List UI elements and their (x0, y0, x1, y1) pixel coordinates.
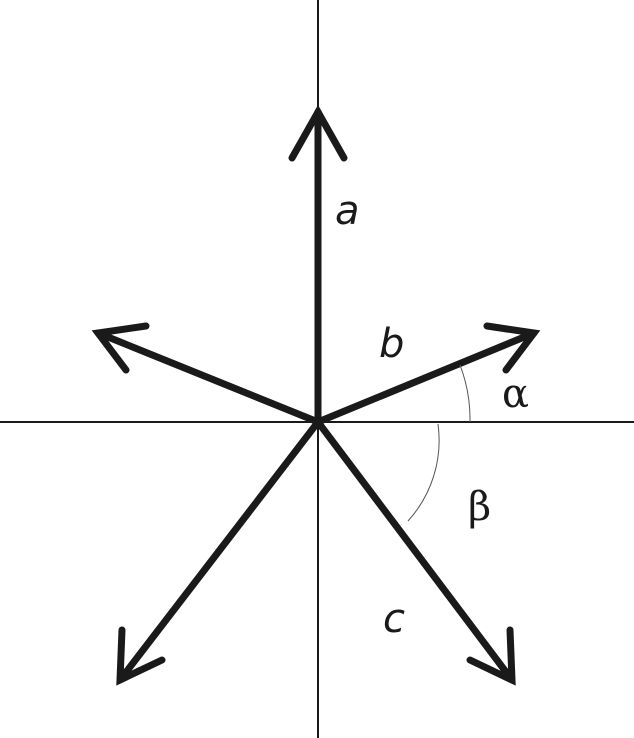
label-a: a (335, 188, 360, 234)
vector-b-mirror (91, 322, 322, 426)
label-b: b (379, 321, 404, 367)
label-alpha: α (502, 371, 529, 417)
label-beta: β (468, 484, 491, 530)
vector-b (314, 322, 541, 426)
angle-beta-arc (407, 423, 440, 522)
vector-c-mirror (116, 418, 322, 686)
vector-c (314, 418, 516, 686)
vector-a (288, 104, 348, 426)
angle-alpha-arc (459, 364, 471, 423)
label-c: c (383, 596, 405, 642)
